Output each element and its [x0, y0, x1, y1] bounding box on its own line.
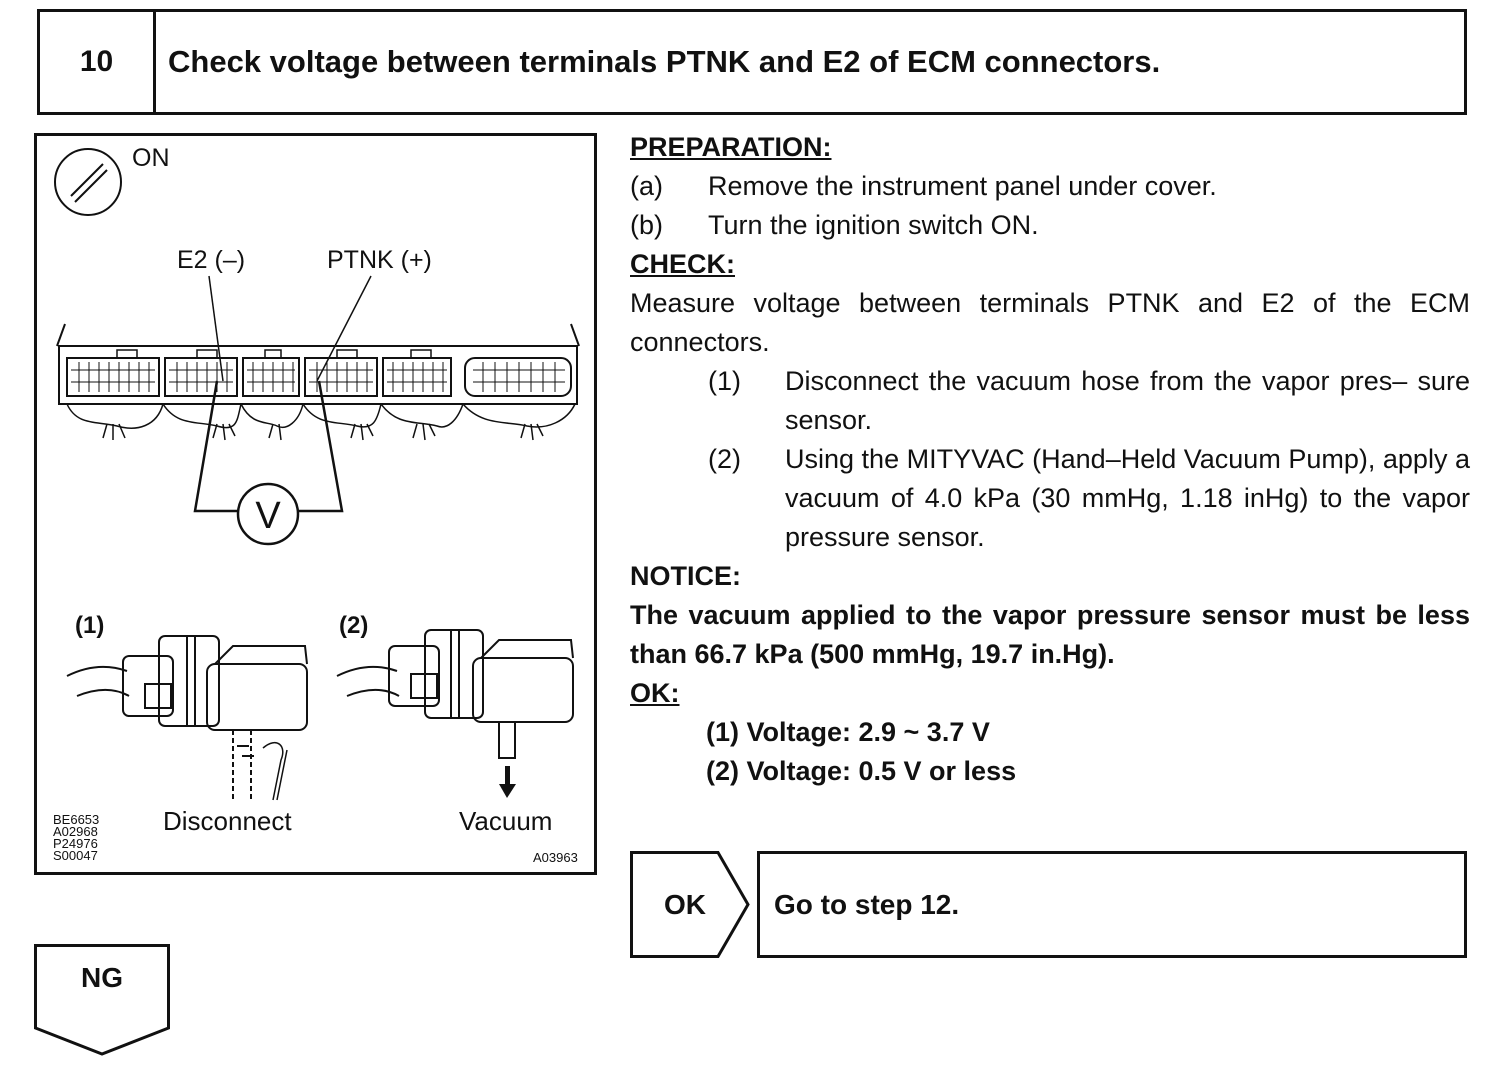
ok-result-box: OK	[630, 851, 750, 958]
figure-codes-left: BE6653 A02968 P24976 S00047	[53, 812, 100, 863]
connector-pins-icon	[71, 362, 565, 392]
ng-result-box: NG	[34, 944, 170, 1056]
ptnk-terminal-label: PTNK (+)	[327, 246, 432, 274]
figure-code-right: A03963	[533, 850, 578, 865]
instructions: PREPARATION: (a) Remove the instrument p…	[630, 128, 1470, 791]
wire-harness-icon	[66, 403, 576, 441]
ok-spec-item: (2) Voltage: 0.5 V or less	[706, 756, 1017, 786]
ignition-key-icon	[54, 148, 122, 216]
notice-heading: NOTICE:	[630, 561, 741, 591]
preparation-item-text: Remove the instrument panel under cover.	[708, 171, 1217, 201]
ok-heading: OK:	[630, 678, 680, 708]
voltmeter-symbol: V	[255, 495, 281, 537]
check-item-text: Using the MITYVAC (Hand–Held Vacuum Pump…	[785, 444, 1470, 552]
check-item: (2) Using the MITYVAC (Hand–Held Vacuum …	[630, 440, 1470, 557]
preparation-item: (a) Remove the instrument panel under co…	[630, 167, 1470, 206]
step-number: 10	[40, 12, 156, 112]
check-item: (1) Disconnect the vacuum hose from the …	[630, 362, 1470, 440]
wiring-illustration: V ON E2 (–) PTNK (+) (1) (2) Disconnect …	[34, 133, 597, 875]
step-header: 10 Check voltage between terminals PTNK …	[37, 9, 1467, 115]
preparation-heading: PREPARATION:	[630, 132, 832, 162]
check-heading: CHECK:	[630, 249, 735, 279]
preparation-item-text: Turn the ignition switch ON.	[708, 210, 1039, 240]
ng-result-label: NG	[81, 962, 123, 993]
check-text: Measure voltage between terminals PTNK a…	[630, 288, 1470, 357]
check-item-label: (2)	[708, 444, 741, 474]
preparation-item-label: (b)	[630, 210, 663, 240]
preparation-item-label: (a)	[630, 171, 663, 201]
e2-terminal-label: E2 (–)	[177, 246, 246, 274]
check-item-label: (1)	[708, 366, 741, 396]
preparation-item: (b) Turn the ignition switch ON.	[630, 206, 1470, 245]
ignition-label: ON	[132, 144, 170, 172]
sensor-label-2: (2)	[339, 612, 369, 639]
check-item-text: Disconnect the vacuum hose from the vapo…	[785, 366, 1470, 435]
ok-result-label: OK	[664, 888, 706, 920]
sensor-label-1: (1)	[75, 612, 105, 639]
ok-spec-item: (1) Voltage: 2.9 ~ 3.7 V	[706, 717, 990, 747]
vacuum-label: Vacuum	[459, 806, 553, 836]
notice-text: The vacuum applied to the vapor pressure…	[630, 600, 1470, 669]
voltmeter-probes	[193, 380, 344, 546]
ok-result-action: Go to step 12.	[757, 851, 1467, 958]
ng-arrow-shape	[34, 944, 170, 1056]
vacuum-arrow-icon	[499, 766, 516, 798]
ecm-connector-icon	[56, 323, 580, 405]
step-title: Check voltage between terminals PTNK and…	[168, 44, 1161, 79]
ok-arrow-shape	[630, 851, 750, 958]
vapor-pressure-sensor-icon-1	[66, 635, 308, 801]
disconnect-label: Disconnect	[163, 806, 292, 836]
vapor-pressure-sensor-icon-2	[336, 629, 574, 759]
illustration-drawing: V	[54, 148, 580, 801]
